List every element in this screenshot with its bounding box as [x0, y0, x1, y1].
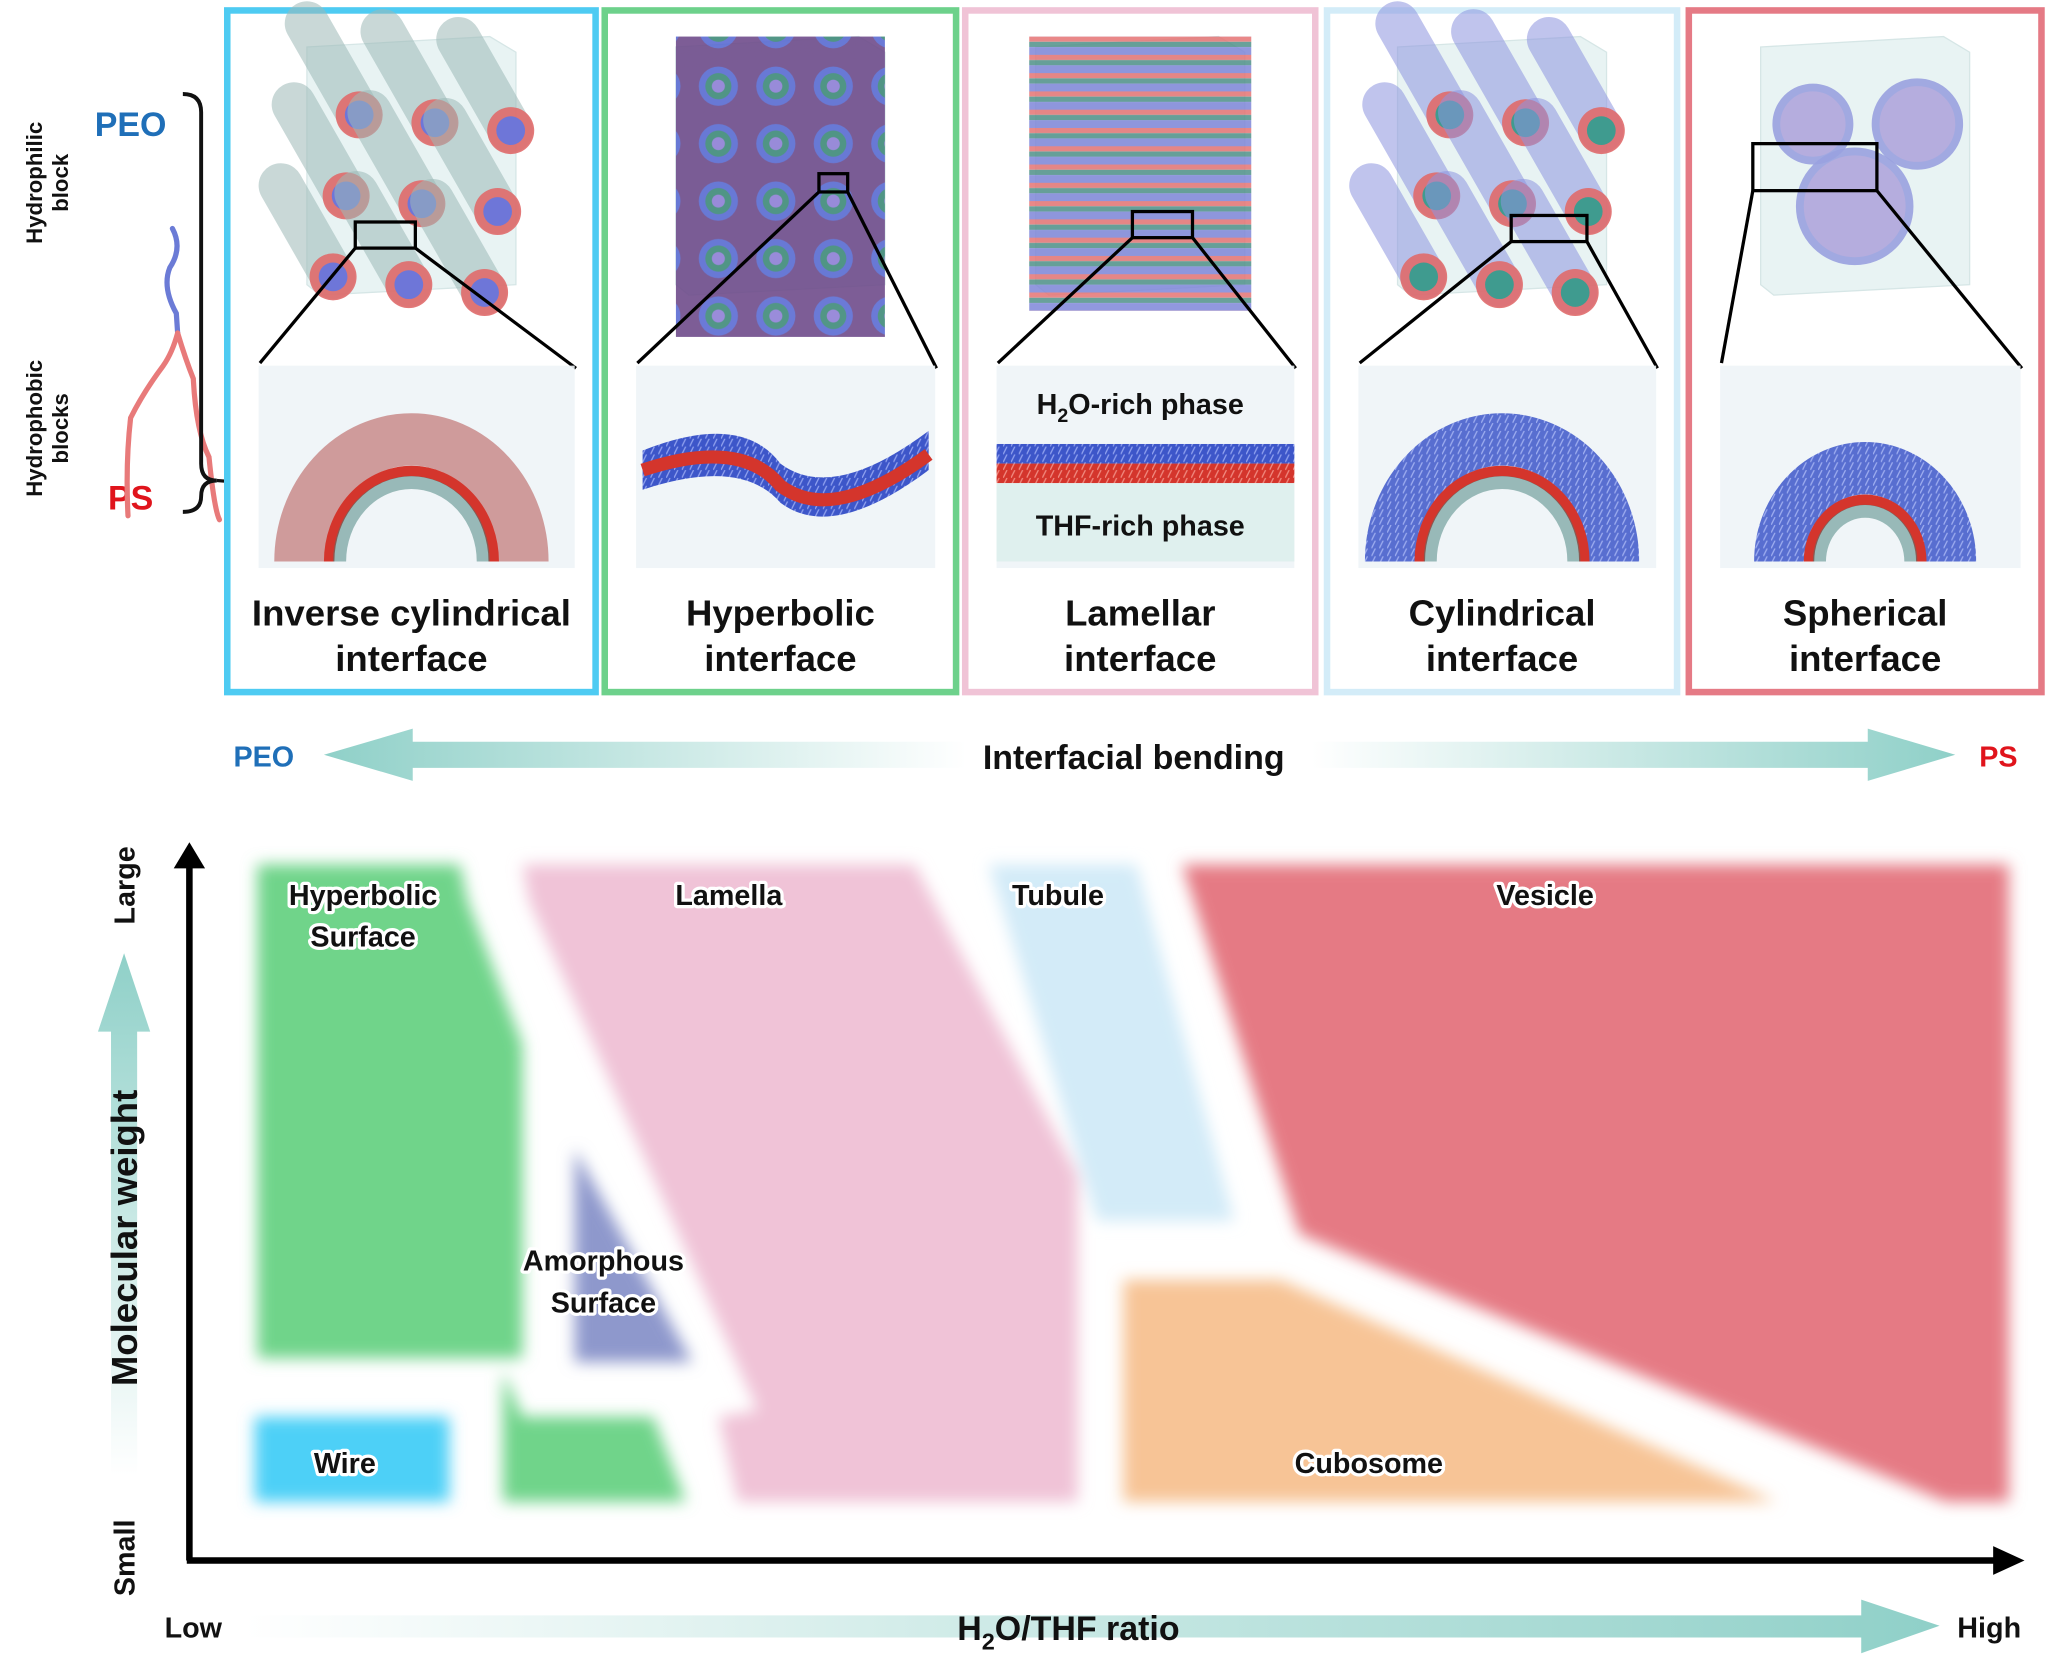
zoom-box: [1509, 213, 1589, 244]
zoom-box: [817, 172, 850, 194]
peo-chain-icon: [164, 225, 181, 336]
region-hyperbolic-surface: [257, 864, 523, 1359]
panel-title: Cylindrical: [1409, 592, 1596, 633]
zoom-box: [353, 220, 417, 250]
zoom-box: [1130, 209, 1195, 240]
arrow-right-icon: [1311, 728, 1956, 781]
region-label-vesicle: Vesicle: [1496, 880, 1593, 912]
magnified-spheres: [1720, 365, 2021, 569]
bending-label: Interfacial bending: [983, 739, 1285, 777]
y-low-label: Small: [110, 1520, 142, 1597]
peo-label: PEO: [95, 106, 167, 144]
x-low-label: Low: [165, 1613, 223, 1645]
panel-5: Spherical interface: [1685, 7, 2045, 696]
region-label-hyperbolic-2: Surface: [310, 922, 415, 954]
arrow-left-icon: [323, 728, 967, 781]
panel-title: Spherical: [1783, 592, 1948, 633]
zoom-box: [1751, 142, 1879, 193]
y-axis-label: Molecular weight: [104, 1090, 145, 1386]
x-axis-label: H2O/THF ratio: [957, 1610, 1179, 1654]
y-gradient-arrow-icon: [97, 953, 151, 1476]
region-lamella: [522, 864, 1078, 1502]
bending-peo-label: PEO: [234, 742, 295, 774]
ps-chain-icon: [124, 330, 181, 519]
structure-3d-gyroid: [675, 35, 886, 337]
hydrophilic-label: Hydrophilic: [22, 122, 47, 244]
panel-title: Hyperbolic: [686, 592, 875, 633]
region-label-lamella: Lamella: [675, 880, 783, 912]
brace-icon: [182, 92, 217, 514]
region-wire: [254, 1416, 450, 1502]
x-high-label: High: [1957, 1613, 2021, 1645]
region-label-tubule: Tubule: [1012, 880, 1104, 912]
panel-subtitle: interface: [1064, 638, 1216, 679]
region-label-wire: Wire: [314, 1448, 376, 1480]
y-axis-arrowhead-icon: [173, 842, 206, 869]
region-label-amorphous-2: Surface: [551, 1287, 656, 1319]
panel-subtitle: interface: [704, 638, 856, 679]
interfacial-bending-arrow: PEO PS Interfacial bending: [234, 728, 2018, 781]
y-high-label: Large: [110, 846, 142, 924]
structure-3d-cylinders: [1349, 1, 1625, 317]
panel-4: Cylindrical interface: [1323, 1, 1681, 696]
panel-subtitle: interface: [335, 638, 487, 679]
hydrophilic-label-2: block: [48, 153, 73, 212]
panel-2: Hyperbolic interface: [601, 7, 960, 696]
region-label-cubosome: Cubosome: [1295, 1448, 1443, 1480]
structure-3d-inverse-cylinders: [258, 1, 535, 317]
hydrophobic-label-2: blocks: [48, 393, 73, 463]
lower-phase-label: THF-rich phase: [1036, 510, 1245, 542]
magnified-inverse-cylinders: [258, 365, 575, 569]
magnified-cylinders: [1358, 365, 1657, 569]
ps-label: PS: [108, 479, 153, 517]
region-label-hyperbolic: Hyperbolic: [289, 880, 437, 912]
panel-1: Inverse cylindrical interface: [223, 1, 599, 696]
region-vesicle: [1182, 864, 2009, 1502]
panel-title: Lamellar: [1065, 592, 1215, 633]
ps-chain-icon-2: [175, 330, 223, 523]
bending-ps-label: PS: [1979, 742, 2017, 774]
region-tubule: [988, 864, 1235, 1221]
upper-phase-label: H2O-rich phase: [1037, 389, 1244, 427]
region-label-amorphous: Amorphous: [523, 1246, 684, 1278]
x-gradient-arrow-icon: [245, 1599, 1940, 1654]
hydrophobic-label: Hydrophobic: [22, 360, 47, 497]
panel-title: Inverse cylindrical: [252, 592, 571, 633]
structure-3d-spheres: [1759, 35, 1971, 296]
interface-panels: Inverse cylindrical interface Hyperbolic in…: [223, 1, 2045, 696]
panel-subtitle: interface: [1789, 638, 1941, 679]
panel-subtitle: interface: [1426, 638, 1578, 679]
region-hyperbolic-surface-lower: [502, 1371, 686, 1502]
phase-diagram: Large Small Molecular weight Low High H2…: [97, 842, 2025, 1654]
magnified-gyroid: [636, 365, 936, 569]
region-cubosome: [1123, 1279, 1777, 1502]
x-axis-arrowhead-icon: [1993, 1546, 2025, 1575]
